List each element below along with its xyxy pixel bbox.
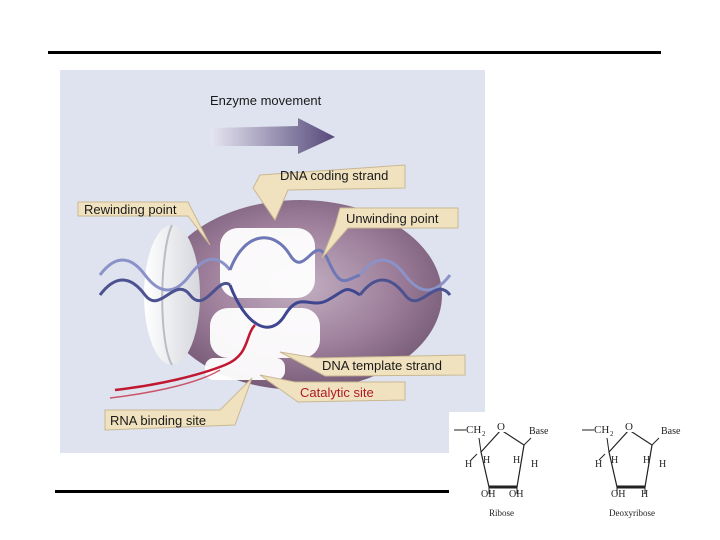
sugar-structures-panel: CH 2 O Base H H H H OH OH Ribose CH 2 — [449, 412, 695, 525]
dna-coding-strand-line — [228, 236, 361, 283]
deoxyribose-h3: H — [643, 455, 650, 466]
deoxyribose-h2: H — [611, 455, 618, 466]
dna-template-strand-label: DNA template strand — [322, 358, 442, 373]
sugar-structures-svg: CH 2 O Base H H H H OH OH Ribose CH 2 — [454, 420, 681, 518]
transcription-diagram: Enzyme movement DNA coding strand Rewind… — [60, 70, 485, 453]
catalytic-site-label: Catalytic site — [300, 385, 374, 400]
deoxyribose-name: Deoxyribose — [609, 508, 655, 518]
catalytic-pocket — [205, 358, 285, 380]
ribose-oh-1: OH — [481, 489, 495, 500]
ribose-h1: H — [465, 459, 472, 470]
dna-coding-strand-callout — [252, 164, 406, 222]
rna-strand — [114, 324, 256, 392]
dna-template-strand-line — [228, 284, 361, 329]
rna-binding-site-callout — [104, 377, 253, 431]
enzyme-movement-arrow-icon — [210, 118, 335, 154]
ribose-h2: H — [483, 455, 490, 466]
transcription-svg: Enzyme movement DNA coding strand Rewind… — [77, 93, 466, 431]
template-pocket — [210, 308, 320, 358]
unwinding-point-callout — [321, 207, 459, 259]
deoxyribose-h1: H — [595, 459, 602, 470]
ribose-h4: H — [531, 459, 538, 470]
dna-template-strand-callout — [279, 351, 466, 377]
ribose-h3: H — [513, 455, 520, 466]
deoxyribose-oh: OH — [611, 489, 625, 500]
deoxyribose-h4: H — [659, 459, 666, 470]
bottom-rule — [55, 490, 450, 493]
ribose-ch2-label: CH — [466, 424, 481, 436]
rna-binding-site-label: RNA binding site — [110, 413, 206, 428]
ribose-structure: CH 2 O Base H H H H OH OH Ribose — [454, 420, 549, 518]
rewinding-point-callout — [77, 201, 211, 246]
deoxyribose-oxygen: O — [625, 421, 633, 433]
deoxyribose-base: Base — [661, 426, 681, 437]
deoxyribose-structure: CH 2 O Base H H H H OH H Deoxyribose — [582, 420, 681, 518]
rewinding-point-label: Rewinding point — [84, 202, 177, 217]
dna-strand-right-b — [358, 278, 452, 303]
unwinding-point-label: Unwinding point — [346, 211, 439, 226]
deoxyribose-h-bottom: H — [641, 489, 648, 500]
ribose-oh-2: OH — [509, 489, 523, 500]
enzyme-movement-label: Enzyme movement — [210, 93, 322, 108]
deoxyribose-ch2-subscript: 2 — [610, 430, 614, 438]
dna-strand-right-a — [358, 258, 452, 292]
top-rule — [48, 51, 661, 54]
ribose-oxygen: O — [497, 421, 505, 433]
ribose-ch2-subscript: 2 — [482, 430, 486, 438]
enzyme-cylinder — [144, 225, 200, 365]
ribose-name: Ribose — [489, 508, 514, 518]
ribose-base: Base — [529, 426, 549, 437]
dna-strand-left-b — [98, 278, 231, 303]
dna-coding-strand-label: DNA coding strand — [280, 168, 388, 183]
catalytic-site-callout — [259, 374, 406, 403]
deoxyribose-ch2-label: CH — [594, 424, 609, 436]
dna-strand-left-a — [98, 257, 232, 292]
